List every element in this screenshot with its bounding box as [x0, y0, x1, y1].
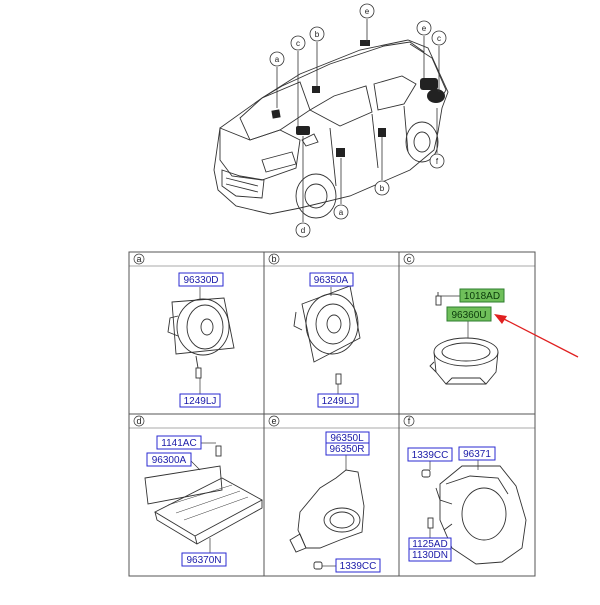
callout-circle: d [295, 222, 311, 238]
car-callouts: e e c b a c f b a d [269, 3, 447, 238]
part-label-1339CC-f: 1339CC [407, 447, 453, 462]
part-label-1249LJ-b: 1249LJ [317, 393, 359, 408]
panel-header-a: a [133, 253, 145, 265]
panel-letter: e [271, 416, 276, 426]
red-arrow [494, 314, 579, 358]
part-number: 96360U [451, 310, 486, 321]
panel-letter: f [408, 416, 411, 426]
callout-letter: e [365, 7, 370, 16]
callout-letter: c [296, 39, 300, 48]
panel-b-speaker-drawing [293, 285, 361, 385]
panel-letter: b [271, 254, 276, 264]
callout-circle: b [309, 26, 325, 42]
part-label-1125AD: 1125AD [408, 537, 452, 551]
parts-grid [128, 251, 536, 577]
panel-letter: a [136, 254, 141, 264]
panel-a-speaker-drawing [167, 297, 235, 379]
part-label-96371: 96371 [458, 446, 496, 461]
callout-circle: b [374, 180, 390, 196]
part-number: 1130DN [412, 550, 448, 561]
callout-circle: c [431, 30, 447, 46]
part-number: 1339CC [412, 450, 449, 461]
callout-circle: f [429, 153, 445, 169]
panel-e-leaders [322, 454, 347, 567]
callout-letter: b [315, 30, 320, 39]
car-illustration [213, 39, 449, 219]
callout-letter: f [436, 157, 439, 166]
part-number: 1339CC [340, 561, 377, 572]
car-speaker-marks [271, 40, 445, 157]
callout-letter: e [422, 24, 427, 33]
part-number: 1018AD [464, 291, 500, 302]
panel-b-leaders [330, 287, 339, 394]
panel-c-tweeter-drawing [429, 292, 499, 385]
panel-f-leaders [429, 460, 479, 538]
part-label-96370N: 96370N [181, 552, 227, 567]
panel-header-d: d [133, 415, 145, 427]
callout-circle: c [290, 35, 306, 51]
part-label-1249LJ-a: 1249LJ [179, 393, 221, 408]
panel-d-leaders [190, 442, 216, 553]
panel-letter: c [407, 254, 412, 264]
panel-header-f: f [403, 415, 415, 427]
callout-letter: c [437, 34, 441, 43]
callout-letter: b [380, 184, 385, 193]
part-label-96330D: 96330D [178, 272, 224, 287]
part-label-96350A: 96350A [309, 272, 354, 287]
car-callout-leaders [276, 19, 440, 222]
callout-letter: d [301, 226, 305, 235]
part-label-1339CC-e: 1339CC [335, 558, 381, 573]
part-label-1018AD: 1018AD [459, 288, 505, 303]
part-label-96300A: 96300A [146, 452, 192, 467]
part-label-96350L: 96350L [325, 431, 370, 445]
callout-circle: a [269, 51, 285, 67]
part-label-1141AC: 1141AC [156, 435, 202, 450]
callout-letter: a [339, 208, 344, 217]
panel-headers: a b c d e f [133, 253, 415, 427]
part-number: 96350A [314, 275, 349, 286]
callout-circle: a [333, 204, 349, 220]
part-number: 96300A [152, 455, 187, 466]
part-number: 1141AC [161, 438, 196, 449]
panel-c-leaders [441, 295, 469, 338]
part-number: 96371 [463, 449, 491, 460]
part-number: 1125AD [412, 539, 447, 550]
panel-header-b: b [268, 253, 280, 265]
callout-circle: e [359, 3, 375, 19]
part-number: 1249LJ [184, 396, 217, 407]
part-number: 96370N [186, 555, 221, 566]
panel-header-e: e [268, 415, 280, 427]
part-label-96350R: 96350R [325, 442, 370, 456]
callout-letter: a [275, 55, 280, 64]
part-label-1130DN: 1130DN [408, 548, 452, 562]
panel-e-bracket-drawing [289, 469, 365, 570]
part-number: 96330D [183, 275, 218, 286]
part-label-96360U: 96360U [446, 306, 492, 322]
part-number: 96350R [329, 444, 364, 455]
panel-header-c: c [403, 253, 415, 265]
callout-circle: e [416, 20, 432, 36]
part-number: 1249LJ [322, 396, 355, 407]
panel-d-amplifier-drawing [144, 445, 263, 545]
part-number: 96350L [330, 433, 364, 444]
panel-letter: d [136, 416, 141, 426]
